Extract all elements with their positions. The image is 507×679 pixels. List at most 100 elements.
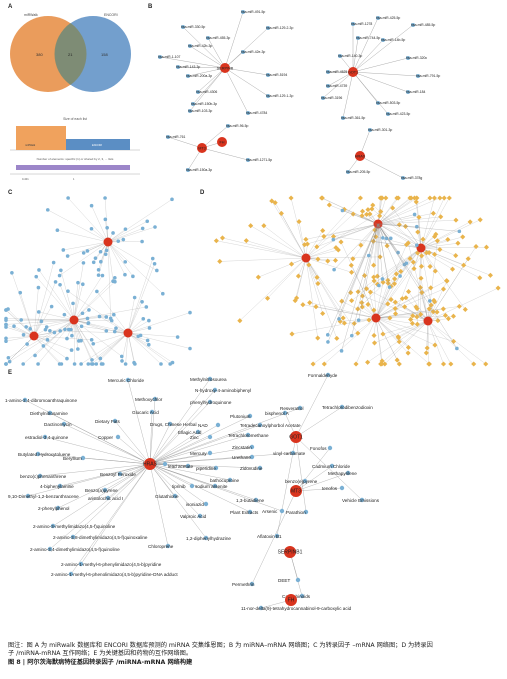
chemical-node [257, 422, 263, 428]
chemical-node [282, 410, 288, 416]
chemical-label: N-hydroxy-4-aminobiphenyl [195, 388, 251, 393]
chemical-label: Benzo(a)pyrene [85, 488, 118, 493]
panel-d-label: D [200, 190, 205, 196]
node [89, 203, 94, 208]
chemical-label: bathocuproine [210, 478, 240, 483]
tf-node [418, 263, 424, 269]
mirna-node [181, 25, 185, 29]
edge [427, 320, 444, 365]
edge [322, 71, 354, 99]
edge [82, 457, 151, 465]
edge [182, 26, 226, 69]
node [21, 332, 26, 337]
tf-node [365, 359, 371, 365]
edge [420, 247, 432, 306]
hub-node [69, 315, 79, 325]
node [4, 308, 8, 312]
chemical-node [70, 534, 76, 540]
tf-node [349, 269, 355, 275]
tf-node [365, 301, 371, 307]
tf-node [355, 289, 361, 295]
tf-node [367, 289, 374, 295]
tf-node [415, 229, 421, 235]
edge [321, 197, 379, 225]
chemical-label: Urethane [232, 455, 251, 460]
mirna-node [188, 109, 192, 113]
tf-node [382, 361, 388, 367]
tf-node [451, 338, 457, 344]
chemical-label: 1-amino-2,4-dibromoanthraquinone [5, 398, 77, 403]
chemical-label: benzo(c)phenanthrene [20, 474, 67, 479]
tf-node [339, 298, 345, 304]
tf-node [313, 304, 319, 310]
tf-node [385, 280, 391, 286]
mirna-node [226, 124, 230, 128]
edge [375, 298, 403, 319]
tf-node [432, 234, 438, 240]
mirna-label: hsa-miR-150a-3p [186, 168, 212, 172]
figure-caption: 图注：图 A 为 miRwalk 数据库和 ENCORI 数据库预测的 miRN… [8, 642, 500, 667]
chemical-node [50, 523, 56, 529]
tf-node [371, 332, 377, 338]
node [112, 329, 117, 334]
edge [290, 197, 307, 259]
chemical-label: Vehicle Emissions [342, 498, 380, 503]
chemical-node [203, 535, 209, 541]
chemical-node [68, 571, 74, 577]
tf-node [303, 236, 309, 242]
chemical-label: 11-nor-delta(9)-tetrahydrocannabinol-9-c… [241, 606, 352, 611]
edge [377, 223, 387, 239]
mirna-node [457, 229, 462, 234]
tf-node [446, 195, 452, 201]
edge [355, 317, 377, 365]
hub-node-serpinb1 [284, 546, 296, 558]
mirna-label: hsa-miR-320c [406, 56, 427, 60]
edge [107, 241, 143, 243]
node [59, 362, 64, 366]
edge [59, 241, 109, 276]
edge [192, 67, 226, 105]
tf-node [477, 217, 483, 223]
node [188, 346, 192, 351]
tf-node [289, 331, 295, 337]
tf-node [426, 361, 432, 367]
hub-node-fh [217, 137, 227, 147]
node [93, 256, 98, 260]
node [96, 273, 101, 277]
node [121, 237, 126, 242]
tf-node [413, 199, 419, 205]
hub-label: HRAS [143, 462, 158, 468]
edge [224, 11, 244, 69]
tf-node [430, 309, 436, 315]
edge [246, 240, 307, 259]
edge [149, 446, 253, 465]
chemical-label: benzo(e)pyrene [285, 479, 318, 484]
node [97, 314, 102, 319]
chemical-node [162, 461, 168, 467]
mirna-label: hsa-miR-1271-5p [246, 158, 272, 162]
edge [375, 311, 434, 319]
mirna-node [406, 90, 410, 94]
tf-node [483, 244, 490, 250]
node [45, 338, 50, 342]
mirna-label: hsa-miR-4784 [246, 111, 267, 115]
node [87, 308, 91, 312]
mirna-node [186, 168, 190, 172]
edge [149, 389, 216, 465]
edge [313, 317, 377, 365]
chemical-node [189, 483, 195, 489]
node [132, 295, 137, 300]
chemical-node [22, 397, 28, 403]
node [159, 362, 163, 366]
node [153, 225, 157, 229]
chemical-label: 2-amino-1-methyl-6-phenolimidazo(4,5-b)p… [51, 572, 178, 577]
tf-node [320, 228, 326, 234]
chemical-label: Cadmium Chloride [312, 464, 350, 469]
node [89, 226, 94, 231]
edge [305, 197, 361, 259]
chemical-node [227, 477, 233, 483]
edge [305, 257, 337, 339]
chemical-node [295, 577, 301, 583]
mirna-node [356, 36, 360, 40]
